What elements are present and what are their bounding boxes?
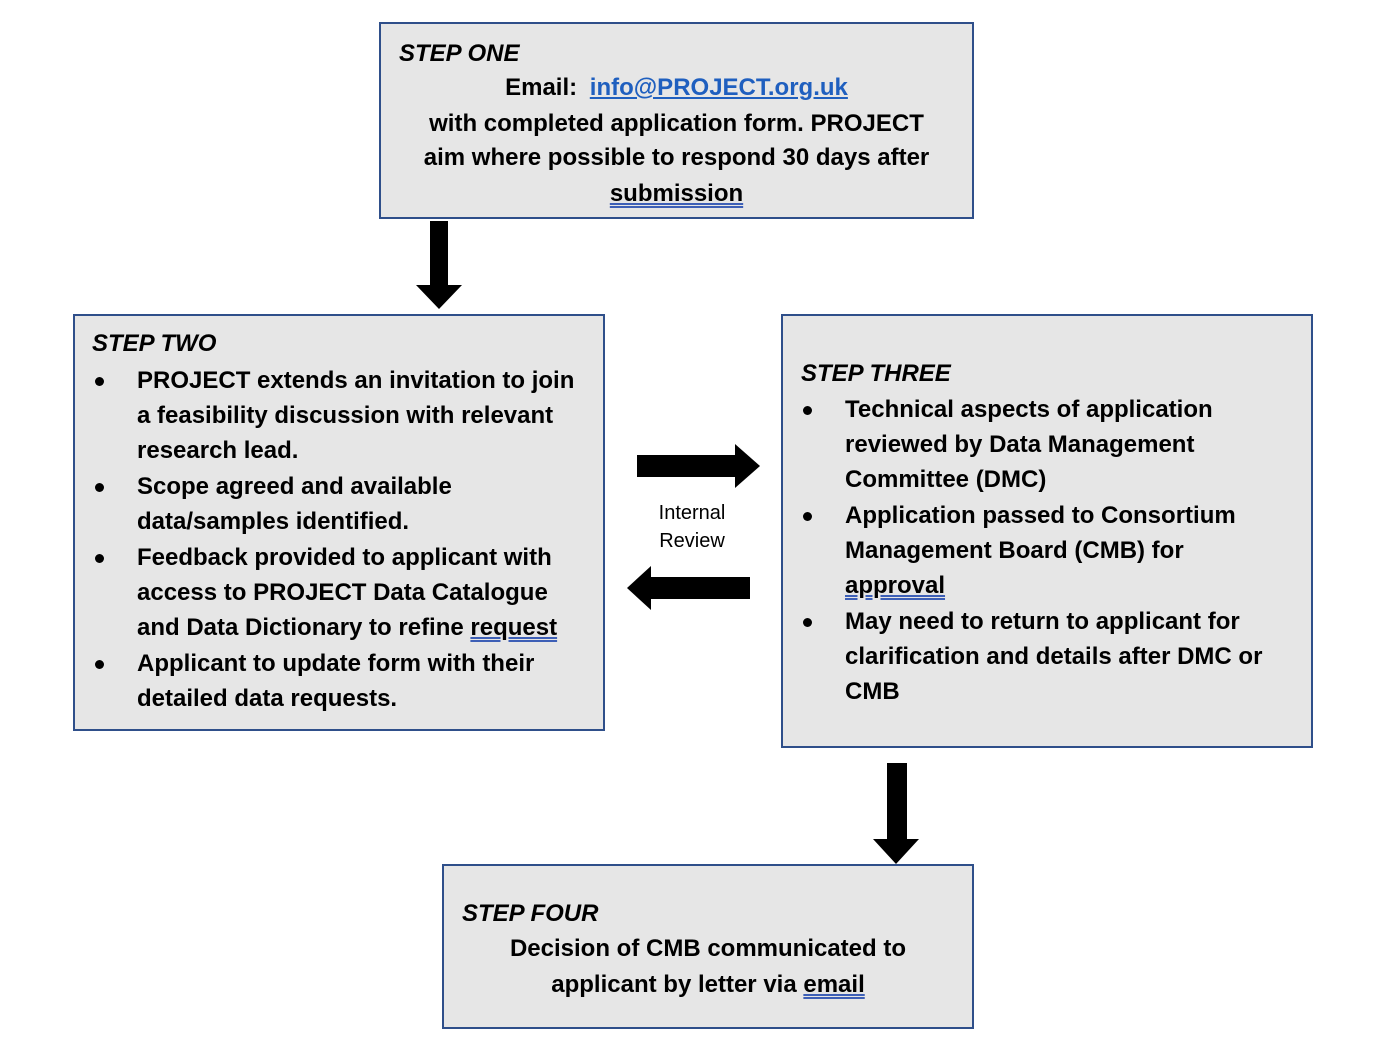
submission-word: submission bbox=[609, 180, 744, 207]
step-three-bullet-1: Technical aspects of application reviewe… bbox=[801, 392, 1306, 497]
step-one-title: STEP ONE bbox=[399, 40, 520, 67]
step-one-line-3: submission bbox=[381, 176, 972, 211]
step-one-line-2: aim where possible to respond 30 days af… bbox=[423, 144, 930, 171]
step-one-line-1: with completed application form. PROJECT bbox=[429, 110, 924, 137]
step-three-box: STEP THREE Technical aspects of applicat… bbox=[781, 314, 1313, 748]
email-word: email bbox=[803, 971, 865, 998]
step-one-email-line: Email: info@PROJECT.org.uk bbox=[381, 70, 972, 105]
bullet-icon bbox=[95, 483, 104, 492]
step-four-title: STEP FOUR bbox=[462, 900, 599, 927]
step-four-line-1: Decision of CMB communicated to bbox=[509, 935, 907, 962]
bullet-icon bbox=[803, 512, 812, 521]
arrow-down-step-three-to-four bbox=[873, 763, 919, 864]
step-two-bullet-3: Feedback provided to applicant with acce… bbox=[93, 540, 593, 645]
arrow-left-internal-review bbox=[627, 566, 750, 610]
bullet-icon bbox=[803, 618, 812, 627]
internal-review-label: Internal Review bbox=[658, 502, 726, 552]
step-two-bullet-2: Scope agreed and available data/samples … bbox=[93, 469, 593, 539]
step-three-bullet-3: May need to return to applicant for clar… bbox=[801, 604, 1306, 709]
approval-word: approval bbox=[845, 572, 946, 599]
bullet-icon bbox=[95, 554, 104, 563]
step-three-bullet-2: Application passed to Consortium Managem… bbox=[801, 498, 1306, 603]
step-three-title: STEP THREE bbox=[801, 360, 951, 387]
email-link[interactable]: info@PROJECT.org.uk bbox=[589, 74, 848, 101]
step-two-bullet-4: Applicant to update form with their deta… bbox=[93, 646, 593, 716]
arrow-down-step-one-to-two bbox=[416, 221, 462, 309]
step-three-list: Technical aspects of application reviewe… bbox=[801, 392, 1306, 709]
step-two-list: PROJECT extends an invitation to join a … bbox=[93, 363, 593, 716]
email-label: Email: bbox=[505, 74, 578, 101]
bullet-icon bbox=[95, 377, 104, 386]
step-two-box: STEP TWO PROJECT extends an invitation t… bbox=[73, 314, 605, 731]
arrow-right-internal-review bbox=[637, 444, 760, 488]
step-four-line-2: applicant by letter via email bbox=[551, 971, 865, 998]
bullet-icon bbox=[803, 406, 812, 415]
request-word: request bbox=[470, 614, 558, 641]
step-two-title: STEP TWO bbox=[92, 330, 217, 357]
step-four-box: STEP FOUR Decision of CMB communicated t… bbox=[442, 864, 974, 1029]
bullet-icon bbox=[95, 660, 104, 669]
step-one-box: STEP ONE Email: info@PROJECT.org.uk with… bbox=[379, 22, 974, 219]
step-two-bullet-1: PROJECT extends an invitation to join a … bbox=[93, 363, 593, 468]
